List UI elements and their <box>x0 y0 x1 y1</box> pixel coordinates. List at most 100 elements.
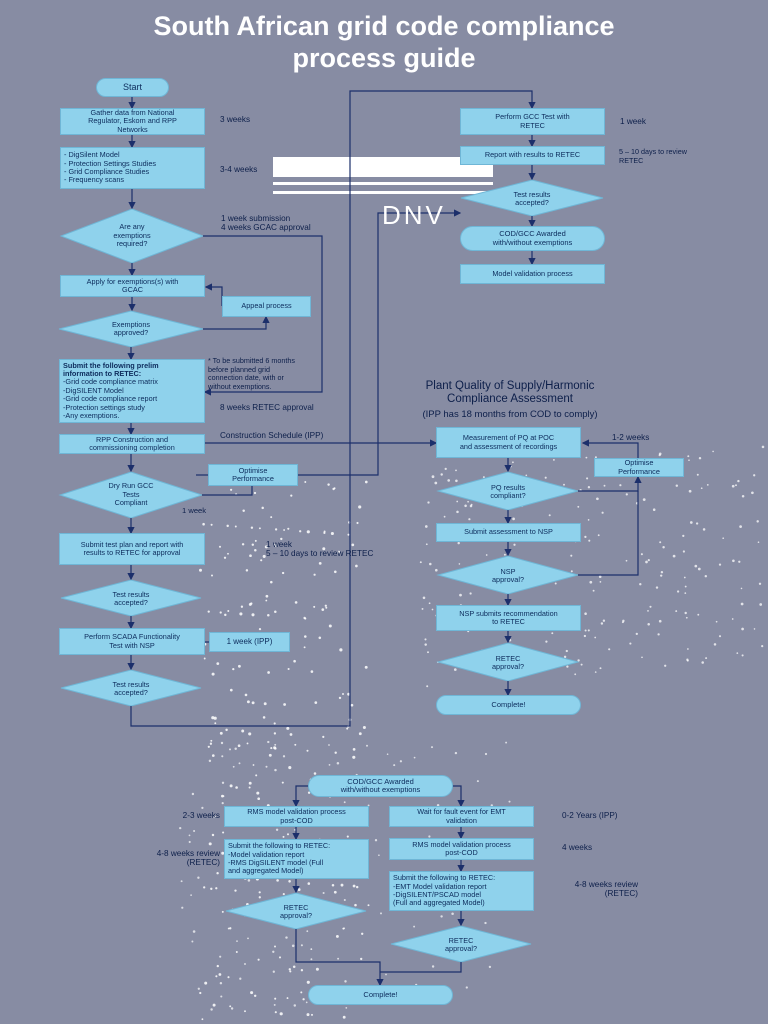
decorative-dot <box>203 657 206 660</box>
perform-gcc-time: 1 week <box>620 117 646 126</box>
decorative-dot <box>736 652 739 654</box>
decorative-dot <box>215 975 218 978</box>
decorative-dot <box>732 559 735 563</box>
decorative-dot <box>235 493 238 496</box>
decorative-dot <box>272 970 275 973</box>
decorative-dot <box>584 535 587 539</box>
decorative-dot <box>328 744 330 746</box>
decorative-dot <box>457 541 460 545</box>
decorative-dot <box>270 747 273 750</box>
decorative-dot <box>413 925 416 928</box>
decorative-dot <box>386 753 389 756</box>
decorative-dot <box>354 903 357 907</box>
decorative-dot <box>647 610 649 612</box>
decorative-dot <box>245 569 249 572</box>
decorative-dot <box>179 826 182 830</box>
decorative-dot <box>290 494 293 497</box>
decorative-dot <box>221 794 224 798</box>
decorative-dot <box>584 629 587 632</box>
decorative-dot <box>385 973 387 976</box>
decorative-dot <box>249 554 252 558</box>
decorative-dot <box>574 673 577 676</box>
decorative-dot <box>219 981 223 985</box>
decorative-dot <box>211 672 215 676</box>
decorative-dot <box>263 702 267 706</box>
decorative-dot <box>597 534 600 537</box>
studies-box: - DigSilent Model - Protection Settings … <box>60 147 205 189</box>
decorative-dot <box>327 483 330 486</box>
decorative-dot <box>584 612 587 615</box>
submit-prelim-note: * To be submitted 6 months before planne… <box>208 356 295 391</box>
decorative-dot <box>689 521 693 524</box>
decorative-dot <box>454 751 458 755</box>
decorative-dot <box>658 452 662 456</box>
decorative-dot <box>378 854 380 857</box>
decorative-dot <box>302 998 305 1001</box>
decorative-dot <box>270 580 273 584</box>
left-retec-approval-text: RETEC approval? <box>279 902 313 920</box>
decorative-dot <box>246 742 249 745</box>
decorative-dot <box>234 889 237 892</box>
decorative-dot <box>207 745 210 748</box>
decorative-dot <box>219 731 223 735</box>
decorative-dot <box>216 662 220 665</box>
decorative-dot <box>424 638 427 641</box>
decorative-dot <box>231 908 234 911</box>
decorative-dot <box>221 781 225 784</box>
decorative-dot <box>685 616 688 619</box>
decorative-dot <box>318 636 322 640</box>
page-title-line-2: process guide <box>292 43 476 73</box>
decorative-dot <box>193 829 196 833</box>
decorative-dot <box>274 610 277 613</box>
pq-results-text: PQ results compliant? <box>490 482 526 500</box>
decorative-dot <box>281 781 284 784</box>
decorative-dot <box>706 483 709 486</box>
decorative-dot <box>588 539 591 542</box>
decorative-dot <box>713 643 717 646</box>
decorative-dot <box>315 967 319 971</box>
decorative-dot <box>262 716 266 719</box>
decorative-dot <box>455 469 457 472</box>
decorative-dot <box>265 594 269 598</box>
decorative-dot <box>210 574 214 577</box>
decorative-dot <box>731 484 735 488</box>
decorative-dot <box>310 670 314 673</box>
decorative-dot <box>602 619 606 622</box>
decorative-dot <box>267 740 270 744</box>
decorative-dot <box>362 725 366 730</box>
decorative-dot <box>344 980 347 983</box>
decorative-dot <box>444 467 447 471</box>
exemptions-note: 1 week submission 4 weeks GCAC approval <box>221 214 311 232</box>
decorative-dot <box>214 722 217 725</box>
decorative-dot <box>201 1018 204 1021</box>
pq-optimise-box: Optimise Performance <box>594 458 684 477</box>
decorative-dot <box>503 553 506 556</box>
decorative-dot <box>257 797 261 801</box>
decorative-dot <box>658 454 661 457</box>
decorative-dot <box>458 573 461 576</box>
decorative-dot <box>635 632 638 636</box>
decorative-dot <box>739 525 742 528</box>
decorative-dot <box>244 693 248 697</box>
decorative-dot <box>345 1007 348 1009</box>
decorative-dot <box>454 572 458 575</box>
decorative-dot <box>695 522 699 525</box>
decorative-dot <box>218 545 222 548</box>
decorative-dot <box>756 520 759 523</box>
decorative-dot <box>469 504 473 508</box>
decorative-dot <box>688 459 690 462</box>
rms-left-box: RMS model validation process post-COD <box>224 806 369 827</box>
decorative-dot <box>577 659 580 662</box>
decorative-dot <box>324 604 327 607</box>
submit-to-nsp-box: Submit assessment to NSP <box>436 523 581 542</box>
decorative-dot <box>343 801 346 804</box>
decorative-dot <box>191 792 195 796</box>
optimise-performance-box: Optimise Performance <box>208 464 298 486</box>
decorative-dot <box>468 518 471 521</box>
decorative-dot <box>350 703 354 707</box>
decorative-dot <box>247 879 251 882</box>
decorative-dot <box>258 896 261 899</box>
decorative-dot <box>587 629 590 632</box>
decorative-dot <box>431 608 434 611</box>
decorative-dot <box>434 481 438 485</box>
